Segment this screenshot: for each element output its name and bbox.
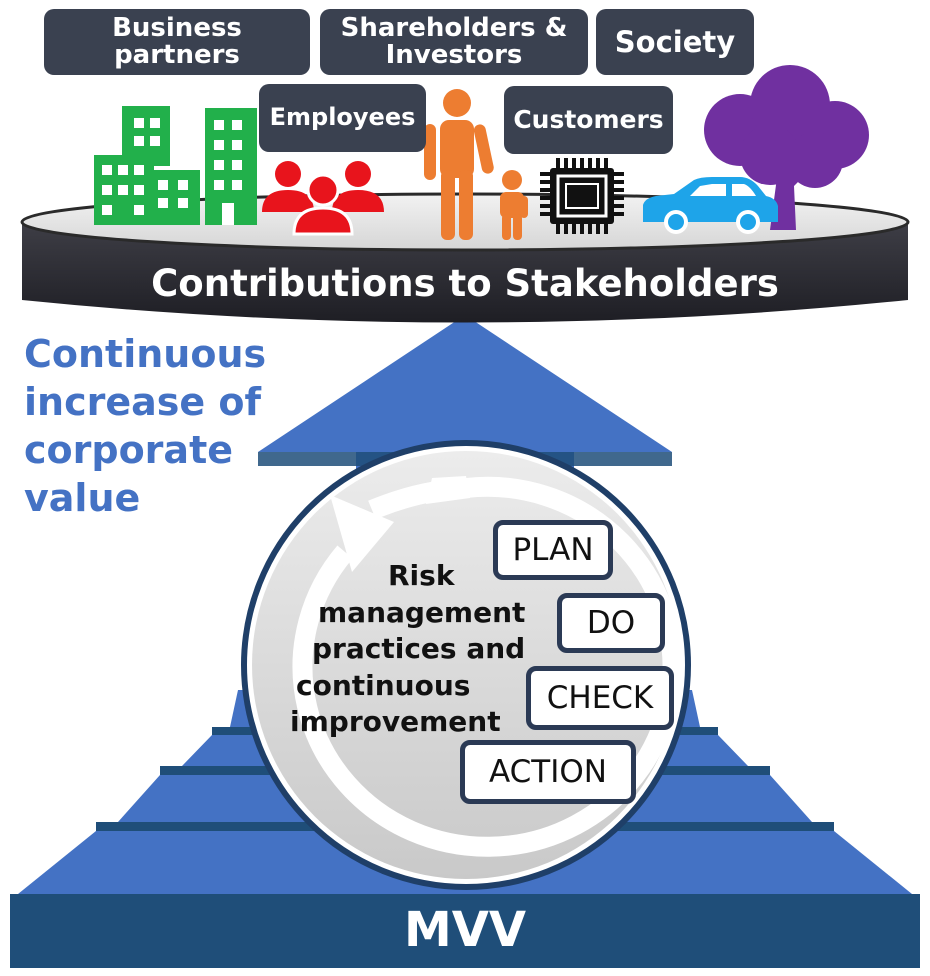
side-text-line-4: value [24, 476, 141, 520]
tag-customers-label: Customers [513, 104, 664, 134]
tag-society: Society [596, 9, 754, 75]
risk-text-line-1: Risk [388, 559, 455, 592]
side-text-line-2: increase of [24, 380, 262, 424]
tag-customers: Customers [504, 86, 673, 154]
side-text-line-1: Continuous [24, 332, 267, 376]
risk-text-line-2: management [318, 595, 526, 629]
side-text: Continuous increase of corporate value [24, 330, 294, 522]
parent-child-icon [424, 89, 528, 240]
tag-employees-label: Employees [269, 103, 416, 132]
pdca-check: CHECK [526, 666, 674, 730]
side-text-line-3: corporate [24, 428, 233, 472]
tag-shareholders-line2: Investors [385, 40, 523, 70]
cycle-arrow-icon [292, 476, 683, 857]
tag-business-partners-line2: partners [114, 40, 240, 70]
tag-society-label: Society [614, 24, 736, 59]
pdca-action: ACTION [460, 740, 636, 804]
buildings-icon [94, 106, 257, 225]
tag-shareholders-investors: Shareholders & Investors [320, 9, 588, 75]
platform-label: Contributions to Stakeholders [151, 262, 779, 305]
risk-text-line-3: practices and [312, 632, 526, 665]
pdca-do: DO [557, 593, 665, 653]
tag-business-partners-line1: Business [112, 12, 242, 43]
foundation-label: MVV [403, 902, 527, 958]
risk-text-line-5: improvement [290, 705, 501, 738]
risk-text: Risk management practices and continuous… [290, 558, 550, 741]
foundation-base [10, 894, 920, 968]
people-group-icon [262, 161, 384, 236]
tag-business-partners: Business partners [44, 9, 310, 75]
risk-text-line-4: continuous [296, 668, 471, 702]
pdca-plan: PLAN [493, 520, 613, 580]
chip-icon [540, 158, 624, 234]
tag-shareholders-line1: Shareholders & [340, 12, 568, 43]
tag-employees: Employees [259, 84, 426, 152]
car-icon [643, 177, 778, 234]
